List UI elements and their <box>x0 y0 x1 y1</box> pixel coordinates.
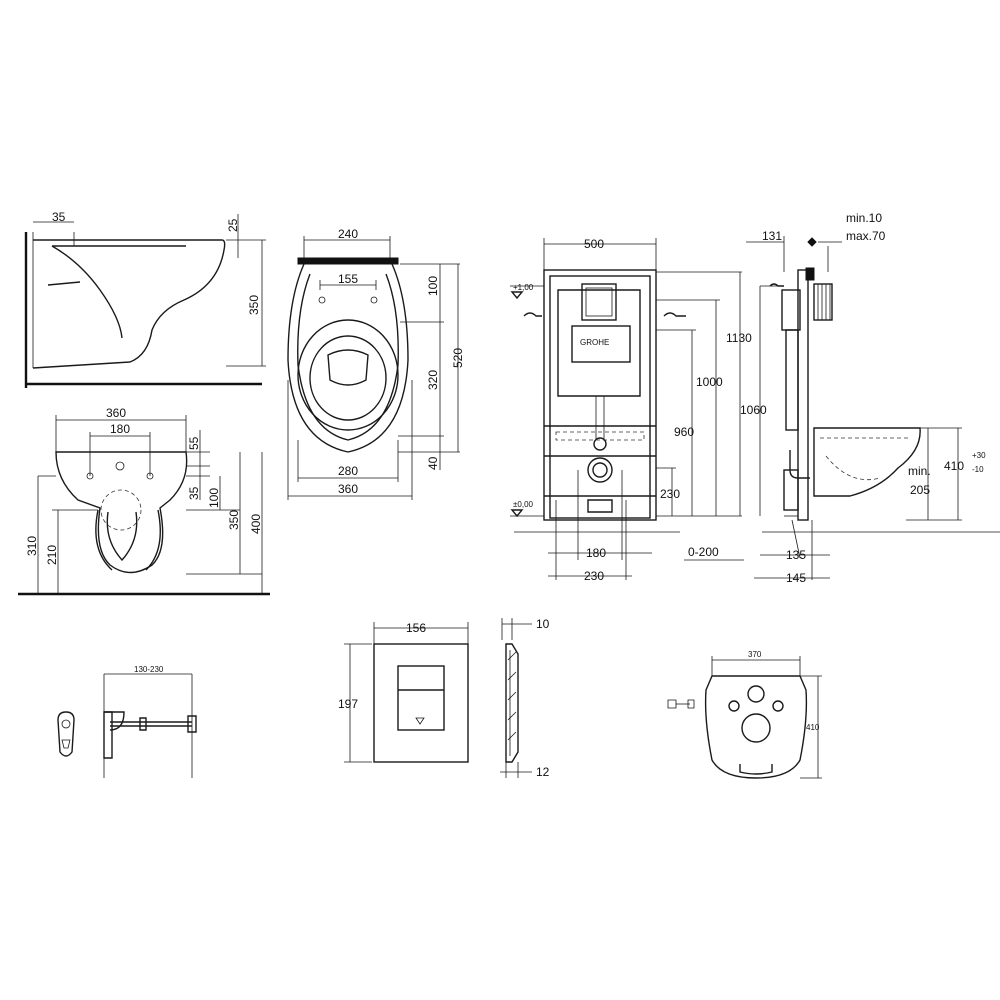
water-inlet-arrow-left <box>523 312 542 317</box>
dim-min205-a: min. <box>908 464 931 478</box>
dim-350: 350 <box>247 295 261 315</box>
level-top: +1,00 <box>513 283 534 292</box>
dim-370: 370 <box>748 650 762 659</box>
dim-180: 180 <box>586 546 606 560</box>
tol-minus: -10 <box>972 465 984 474</box>
dim-40: 40 <box>426 456 440 470</box>
dim-35: 35 <box>187 486 201 500</box>
dim-280: 280 <box>338 464 358 478</box>
dim-350: 350 <box>227 510 241 530</box>
dim-240: 240 <box>338 227 358 241</box>
frame-side-view: 131 min.10 max.70 1060 410 +30 -10 min. … <box>740 211 1000 585</box>
dim-410: 410 <box>944 459 964 473</box>
tol-plus: +30 <box>972 451 986 460</box>
bolt-plate-icon <box>57 711 75 757</box>
mounting-bolt-icon <box>103 711 197 759</box>
dim-1130: 1130 <box>726 331 752 345</box>
dim-100: 100 <box>426 276 440 296</box>
dim-135: 135 <box>786 548 806 562</box>
dim-55: 55 <box>187 436 201 450</box>
dim-230-vertical: 230 <box>660 487 680 501</box>
dim-320: 320 <box>426 370 440 390</box>
plate-side-profile <box>505 643 519 763</box>
sound-insulation-pad-icon <box>704 675 808 779</box>
bowl-top-view: 240 155 100 320 520 40 280 360 <box>287 227 465 500</box>
dim-min10: min.10 <box>846 211 882 225</box>
dim-360: 360 <box>106 406 126 420</box>
dim-197: 197 <box>338 697 358 711</box>
dim-131: 131 <box>762 229 782 243</box>
dim-960: 960 <box>674 425 694 439</box>
dim-156: 156 <box>406 621 426 635</box>
dim-10: 10 <box>536 617 550 631</box>
dim-25: 25 <box>226 218 240 232</box>
dim-min205-b: 205 <box>910 483 930 497</box>
dim-210: 210 <box>45 545 59 565</box>
water-inlet-arrow-right <box>663 312 686 317</box>
dim-400: 400 <box>249 514 263 534</box>
brand-logo: GROHE <box>580 338 609 347</box>
dim-1000: 1000 <box>696 375 723 389</box>
bolt-small-icon <box>667 699 695 709</box>
bowl-front-view: 360 180 55 35 100 350 400 310 210 <box>18 406 270 596</box>
level-zero: ±0,00 <box>513 500 534 509</box>
dim-230-horizontal: 230 <box>584 569 604 583</box>
mounting-bolt-detail: 130-230 <box>57 665 197 778</box>
insulation-pad-detail: 370 410 <box>667 650 822 779</box>
dim-12: 12 <box>536 765 550 779</box>
dim-310: 310 <box>25 536 39 556</box>
bowl-side-view: 35 25 350 <box>24 210 266 388</box>
frame-front-view: 500 GROHE +1,00 ±0,00 11 <box>510 237 752 583</box>
dim-360: 360 <box>338 482 358 496</box>
flush-button-icon <box>397 665 445 731</box>
dim-max70: max.70 <box>846 229 886 243</box>
dim-145: 145 <box>786 571 806 585</box>
dim-130-230: 130-230 <box>134 665 164 674</box>
dim-0-200: 0-200 <box>688 545 719 559</box>
dim-180: 180 <box>110 422 130 436</box>
dim-155: 155 <box>338 272 358 286</box>
dim-35: 35 <box>52 210 66 224</box>
flush-plate-detail: 156 197 10 12 <box>338 617 550 779</box>
flush-plate-outline <box>373 643 469 763</box>
dim-500: 500 <box>584 237 604 251</box>
dim-520: 520 <box>451 348 465 368</box>
dim-1060: 1060 <box>740 403 767 417</box>
dim-410: 410 <box>806 723 820 732</box>
dim-100: 100 <box>207 488 221 508</box>
